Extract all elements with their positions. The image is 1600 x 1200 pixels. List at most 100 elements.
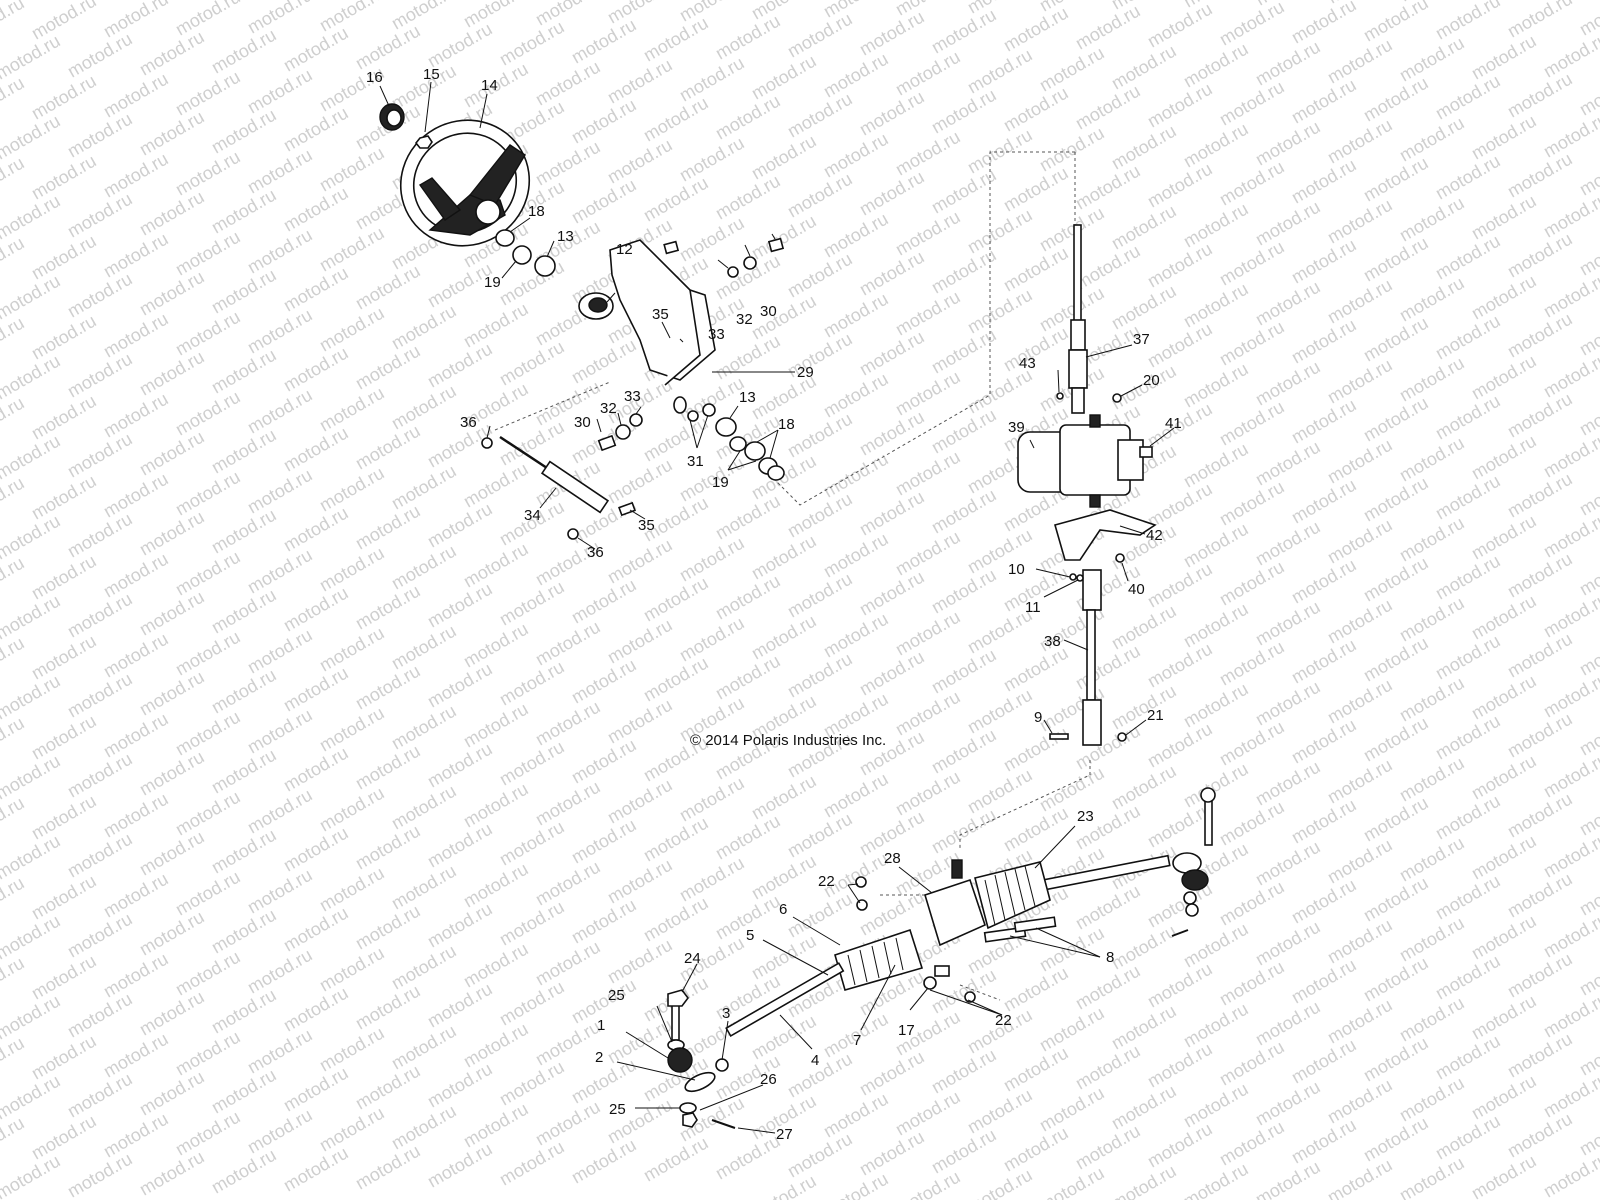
watermark-text: motod.ru <box>532 937 604 990</box>
watermark-text: motod.ru <box>892 607 964 660</box>
watermark-text: motod.ru <box>964 765 1036 818</box>
watermark-text: motod.ru <box>1468 1071 1540 1124</box>
watermark-text: motod.ru <box>100 869 172 922</box>
watermark-text: motod.ru <box>1144 239 1216 292</box>
watermark-text: motod.ru <box>856 567 928 620</box>
watermark-text: motod.ru <box>568 175 640 228</box>
watermark-text: motod.ru <box>568 575 640 628</box>
watermark-text: motod.ru <box>0 591 64 644</box>
watermark-text: motod.ru <box>316 303 388 356</box>
watermark-text: motod.ru <box>172 147 244 200</box>
watermark-text: motod.ru <box>460 779 532 832</box>
watermark-text: motod.ru <box>1432 1031 1504 1084</box>
watermark-text: motod.ru <box>784 489 856 542</box>
watermark-text: motod.ru <box>388 1021 460 1074</box>
callout-label: 40 <box>1128 581 1145 598</box>
callout-label: 31 <box>687 453 704 470</box>
watermark-text: motod.ru <box>1216 797 1288 850</box>
watermark-text: motod.ru <box>1072 1041 1144 1094</box>
watermark-text: motod.ru <box>1360 233 1432 286</box>
watermark-text: motod.ru <box>100 549 172 602</box>
watermark-text: motod.ru <box>208 265 280 318</box>
watermark-text: motod.ru <box>964 365 1036 418</box>
watermark-text: motod.ru <box>64 509 136 562</box>
watermark-text: motod.ru <box>172 67 244 120</box>
watermark-text: motod.ru <box>892 207 964 260</box>
watermark-text: motod.ru <box>208 345 280 398</box>
gas-strut-34 <box>499 435 610 514</box>
watermark-text: motod.ru <box>748 211 820 264</box>
watermark-text: motod.ru <box>136 747 208 800</box>
watermark-text: motod.ru <box>1468 1151 1540 1200</box>
watermark-text: motod.ru <box>1072 881 1144 934</box>
watermark-text: motod.ru <box>208 185 280 238</box>
watermark-text: motod.ru <box>1036 43 1108 96</box>
watermark-text: motod.ru <box>1036 123 1108 176</box>
steering-wheel <box>399 119 531 247</box>
watermark-text: motod.ru <box>1108 1001 1180 1054</box>
watermark-text: motod.ru <box>388 301 460 354</box>
watermark-text: motod.ru <box>892 127 964 180</box>
watermark-text: motod.ru <box>1324 195 1396 248</box>
watermark-text: motod.ru <box>1360 313 1432 366</box>
watermark-text: motod.ru <box>784 9 856 62</box>
callout-label: 41 <box>1165 415 1182 432</box>
watermark-text: motod.ru <box>784 889 856 942</box>
watermark-text: motod.ru <box>136 107 208 160</box>
watermark-text: motod.ru <box>928 565 1000 618</box>
watermark-text: motod.ru <box>1324 675 1396 728</box>
watermark-text: motod.ru <box>1540 349 1600 402</box>
watermark-text: motod.ru <box>532 777 604 830</box>
watermark-text: motod.ru <box>1504 789 1576 842</box>
watermark-text: motod.ru <box>1216 0 1288 49</box>
watermark-text: motod.ru <box>352 341 424 394</box>
watermark-text: motod.ru <box>928 5 1000 58</box>
callout-label: 25 <box>608 987 625 1004</box>
watermark-text: motod.ru <box>28 711 100 764</box>
watermark-text: motod.ru <box>0 1113 28 1166</box>
watermark-text: motod.ru <box>1324 1075 1396 1128</box>
callout-label: 30 <box>760 303 777 320</box>
watermark-text: motod.ru <box>1180 1159 1252 1200</box>
watermark-text: motod.ru <box>280 583 352 636</box>
watermark-text: motod.ru <box>1504 869 1576 922</box>
watermark-text: motod.ru <box>496 417 568 470</box>
watermark-text: motod.ru <box>280 823 352 876</box>
watermark-text: motod.ru <box>964 525 1036 578</box>
watermark-text: motod.ru <box>1180 199 1252 252</box>
watermark-text: motod.ru <box>244 465 316 518</box>
watermark-text: motod.ru <box>1504 0 1576 41</box>
watermark-text: motod.ru <box>1072 161 1144 214</box>
watermark-text: motod.ru <box>1108 921 1180 974</box>
watermark-text: motod.ru <box>1288 395 1360 448</box>
callout-label: 9 <box>1034 709 1042 726</box>
watermark-text: motod.ru <box>784 1129 856 1182</box>
leader-lines <box>379 81 1175 1134</box>
watermark-text: motod.ru <box>1000 1123 1072 1176</box>
watermark-text: motod.ru <box>172 227 244 280</box>
watermark-text: motod.ru <box>1000 963 1072 1016</box>
watermark-text: motod.ru <box>1468 511 1540 564</box>
watermark-text: motod.ru <box>1288 0 1360 47</box>
watermark-text: motod.ru <box>532 697 604 750</box>
watermark-text: motod.ru <box>1108 1161 1180 1200</box>
watermark-text: motod.ru <box>964 285 1036 338</box>
watermark-text: motod.ru <box>424 979 496 1032</box>
watermark-text: motod.ru <box>1432 151 1504 204</box>
watermark-text: motod.ru <box>316 143 388 196</box>
watermark-text: motod.ru <box>28 551 100 604</box>
watermark-text: motod.ru <box>1360 713 1432 766</box>
watermark-text: motod.ru <box>0 351 64 404</box>
watermark-text: motod.ru <box>784 409 856 462</box>
watermark-text: motod.ru <box>1144 0 1216 51</box>
watermark-text: motod.ru <box>0 991 64 1044</box>
watermark-text: motod.ru <box>100 629 172 682</box>
watermark-text: motod.ru <box>1468 31 1540 84</box>
watermark-text: motod.ru <box>1144 79 1216 132</box>
watermark-text: motod.ru <box>460 699 532 752</box>
watermark-text: motod.ru <box>856 327 928 380</box>
watermark-text: motod.ru <box>748 611 820 664</box>
watermark-text: motod.ru <box>784 89 856 142</box>
watermark-text: motod.ru <box>28 231 100 284</box>
watermark-text: motod.ru <box>460 1099 532 1152</box>
